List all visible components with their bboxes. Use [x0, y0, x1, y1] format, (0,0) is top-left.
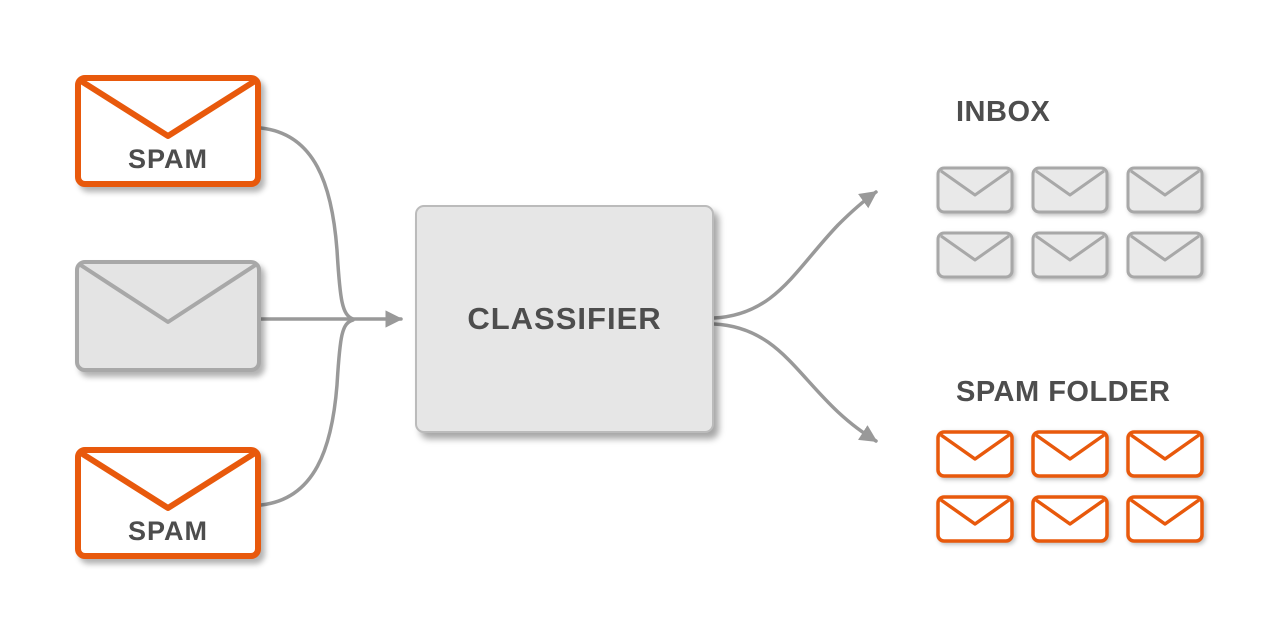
- input-spam-envelope-1: SPAM: [75, 75, 261, 187]
- arrow-to-spam-folder: [712, 322, 878, 443]
- spam-mail-icon: [1126, 430, 1204, 478]
- input-spam-envelope-2: SPAM: [75, 447, 261, 559]
- envelope-flap-icon: [81, 81, 255, 139]
- spam-mail-icon: [1031, 430, 1109, 478]
- mail-icon: [1126, 231, 1204, 279]
- inbox-label: INBOX: [956, 96, 1051, 128]
- spam-mail-icon: [936, 495, 1014, 543]
- mail-icon: [1126, 166, 1204, 214]
- spam-mail-icon: [936, 430, 1014, 478]
- mail-icon: [936, 231, 1014, 279]
- spam-mail-icon: [1031, 495, 1109, 543]
- inbox-mail-grid: [936, 166, 1204, 279]
- mail-icon: [1031, 166, 1109, 214]
- arrow-from-top-spam: [259, 126, 355, 321]
- envelope-flap-icon: [79, 264, 257, 324]
- envelope-flap-icon: [81, 453, 255, 511]
- classifier-box: CLASSIFIER: [415, 205, 714, 433]
- spam-envelope-label: SPAM: [127, 144, 208, 174]
- spam-envelope-label: SPAM: [127, 516, 208, 546]
- arrow-from-bottom-spam: [259, 318, 355, 507]
- spam-folder-label: SPAM FOLDER: [956, 376, 1171, 408]
- spam-folder-mail-grid: [936, 430, 1204, 543]
- spam-mail-icon: [1126, 495, 1204, 543]
- classifier-label: CLASSIFIER: [467, 301, 662, 336]
- arrow-to-inbox: [712, 190, 878, 320]
- mail-icon: [1031, 231, 1109, 279]
- input-normal-envelope: [75, 260, 261, 372]
- mail-icon: [936, 166, 1014, 214]
